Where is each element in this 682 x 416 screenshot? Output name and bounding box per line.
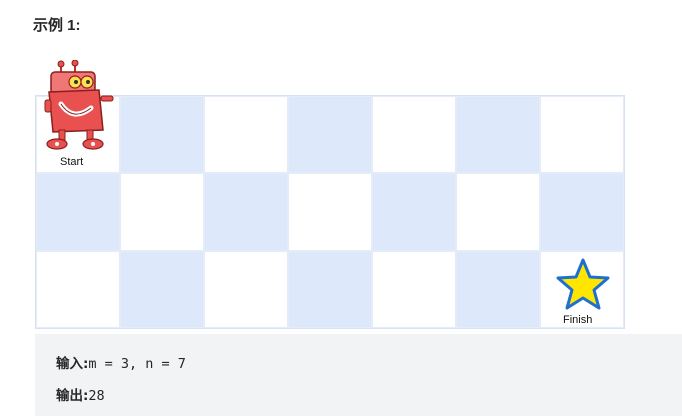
input-value: m = 3, n = 7 (88, 356, 186, 372)
star-icon (556, 258, 610, 310)
grid-cell (288, 173, 372, 251)
input-line: 输入:m = 3, n = 7 (56, 352, 186, 372)
grid-cell (204, 250, 288, 328)
grid-cell (456, 173, 540, 251)
robot-icon (44, 60, 114, 150)
grid-cell (120, 96, 204, 174)
grid-cell (120, 173, 204, 251)
grid-cell (456, 250, 540, 328)
grid-cell (456, 96, 540, 174)
grid-cell (372, 96, 456, 174)
input-label: 输入: (56, 356, 89, 372)
grid-cell (372, 173, 456, 251)
grid-cell (36, 173, 120, 251)
grid (35, 95, 625, 329)
grid-cell (288, 96, 372, 174)
output-value: 28 (88, 388, 105, 404)
grid-cell (288, 250, 372, 328)
grid-cell (540, 96, 624, 174)
output-label: 输出: (56, 388, 89, 404)
finish-label: Finish (563, 314, 593, 326)
grid-cell (204, 96, 288, 174)
grid-cell (120, 250, 204, 328)
code-block: 输入:m = 3, n = 7 输出:28 (35, 334, 682, 416)
grid-cell (540, 173, 624, 251)
grid-cell (204, 173, 288, 251)
example-title: 示例 1: (33, 17, 81, 34)
grid-cell (36, 250, 120, 328)
grid-cell (372, 250, 456, 328)
start-label: Start (60, 156, 84, 168)
output-line: 输出:28 (56, 384, 105, 404)
